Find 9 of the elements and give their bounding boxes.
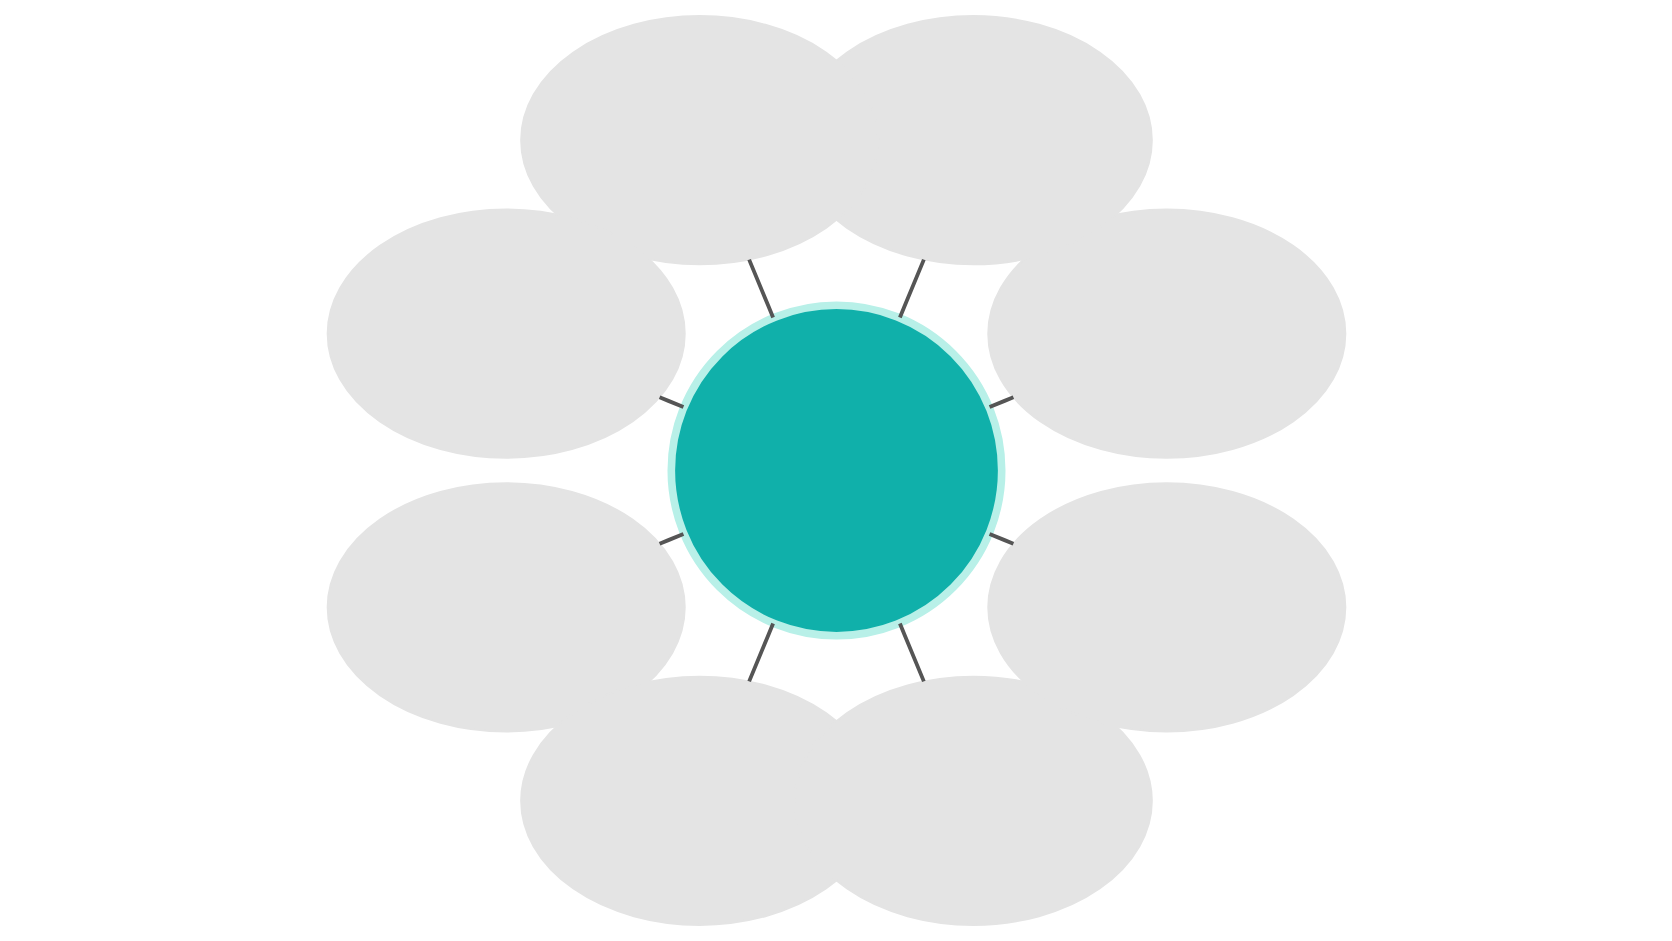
connector bbox=[988, 532, 1014, 546]
connector bbox=[988, 395, 1014, 409]
connector bbox=[746, 622, 775, 683]
node-circle bbox=[666, 301, 1006, 640]
connector bbox=[897, 622, 926, 683]
connector bbox=[746, 258, 775, 319]
connector bbox=[658, 532, 684, 546]
connector bbox=[658, 395, 684, 409]
connector bbox=[897, 258, 926, 319]
